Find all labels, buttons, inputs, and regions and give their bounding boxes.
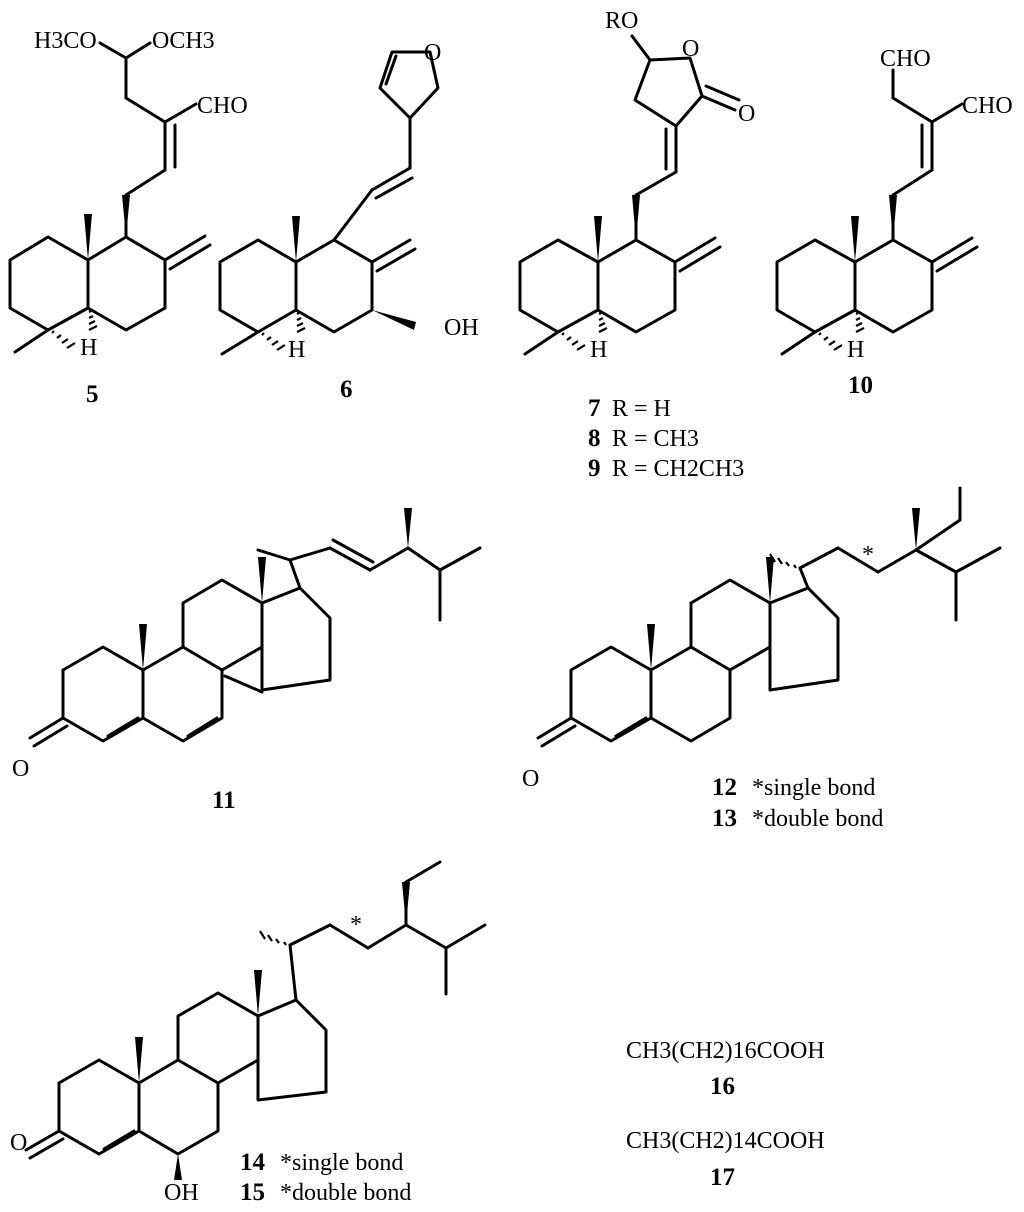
compound-14-star-label: * — [350, 912, 362, 938]
compound-11-o-label: O — [12, 756, 29, 782]
compound-12-structure: O * 12 *single bond 13 *double bond — [522, 486, 1002, 832]
compound-7-h-label: H — [590, 337, 607, 363]
r-group-9-text: R = CH2CH3 — [612, 456, 744, 482]
r-group-7-number: 7 — [588, 395, 601, 422]
r-group-8-number: 8 — [588, 425, 601, 452]
acid-17-number: 17 — [710, 1164, 735, 1191]
compound-5-cho-label: CHO — [197, 93, 248, 119]
compound-7-keto-o-label: O — [738, 101, 755, 127]
compound-5-och3-label: OCH3 — [152, 28, 215, 54]
compound-6-number: 6 — [340, 376, 353, 403]
compound-5-h3co-label: H3CO — [34, 28, 97, 54]
compound-6-oh-label: OH — [444, 315, 479, 341]
compound-11-structure: O 11 — [12, 508, 482, 814]
compound-10-top-cho-label: CHO — [880, 46, 931, 72]
compound-14-structure: O OH * 14 *single bond 15 *double bond — [10, 860, 487, 1206]
bond-note-12-text: *single bond — [752, 775, 875, 801]
acid-16-formula: CH3(CH2)16COOH — [626, 1038, 825, 1064]
compound-6-structure: O OH H 6 — [218, 40, 479, 403]
r-group-9-number: 9 — [588, 455, 601, 482]
compound-5-h-label: H — [80, 335, 97, 361]
bond-note-12-number: 12 — [712, 774, 737, 801]
compound-10-cho-label: CHO — [962, 93, 1013, 119]
compound-10-h-label: H — [847, 337, 864, 363]
acid-16-number: 16 — [710, 1073, 735, 1100]
compound-5-structure: H3CO OCH3 CHO H 5 — [8, 28, 248, 408]
compound-12-star-label: * — [862, 542, 874, 568]
compound-7-ring-o-label: O — [682, 36, 699, 62]
compound-7-structure: RO O O H 7 R = H 8 R = CH3 9 R = CH2CH3 — [518, 8, 755, 482]
compound-10-structure: CHO CHO H 10 — [775, 46, 1013, 399]
compound-11-number: 11 — [212, 787, 236, 814]
compound-7-ro-label: RO — [605, 8, 638, 34]
compound-14-o-label: O — [10, 1130, 27, 1156]
bond-note-13-text: *double bond — [752, 806, 883, 832]
acid-17-formula: CH3(CH2)14COOH — [626, 1128, 825, 1154]
bond-note-14-text: *single bond — [280, 1150, 403, 1176]
r-group-list: 7 R = H 8 R = CH3 9 R = CH2CH3 — [588, 395, 744, 482]
acid-list: CH3(CH2)16COOH 16 CH3(CH2)14COOH 17 — [626, 1038, 825, 1191]
compound-6-h-label: H — [288, 337, 305, 363]
compound-5-number: 5 — [86, 381, 99, 408]
compound-12-o-label: O — [522, 766, 539, 792]
bond-note-15-text: *double bond — [280, 1180, 411, 1206]
compound-14-oh-label: OH — [164, 1180, 199, 1206]
bond-note-15-number: 15 — [240, 1179, 265, 1206]
bond-note-13-number: 13 — [712, 805, 737, 832]
bond-note-14-number: 14 — [240, 1149, 266, 1176]
r-group-7-text: R = H — [612, 396, 671, 422]
compound-6-furan-o-label: O — [424, 40, 441, 66]
compound-10-number: 10 — [848, 372, 873, 399]
r-group-8-text: R = CH3 — [612, 426, 699, 452]
